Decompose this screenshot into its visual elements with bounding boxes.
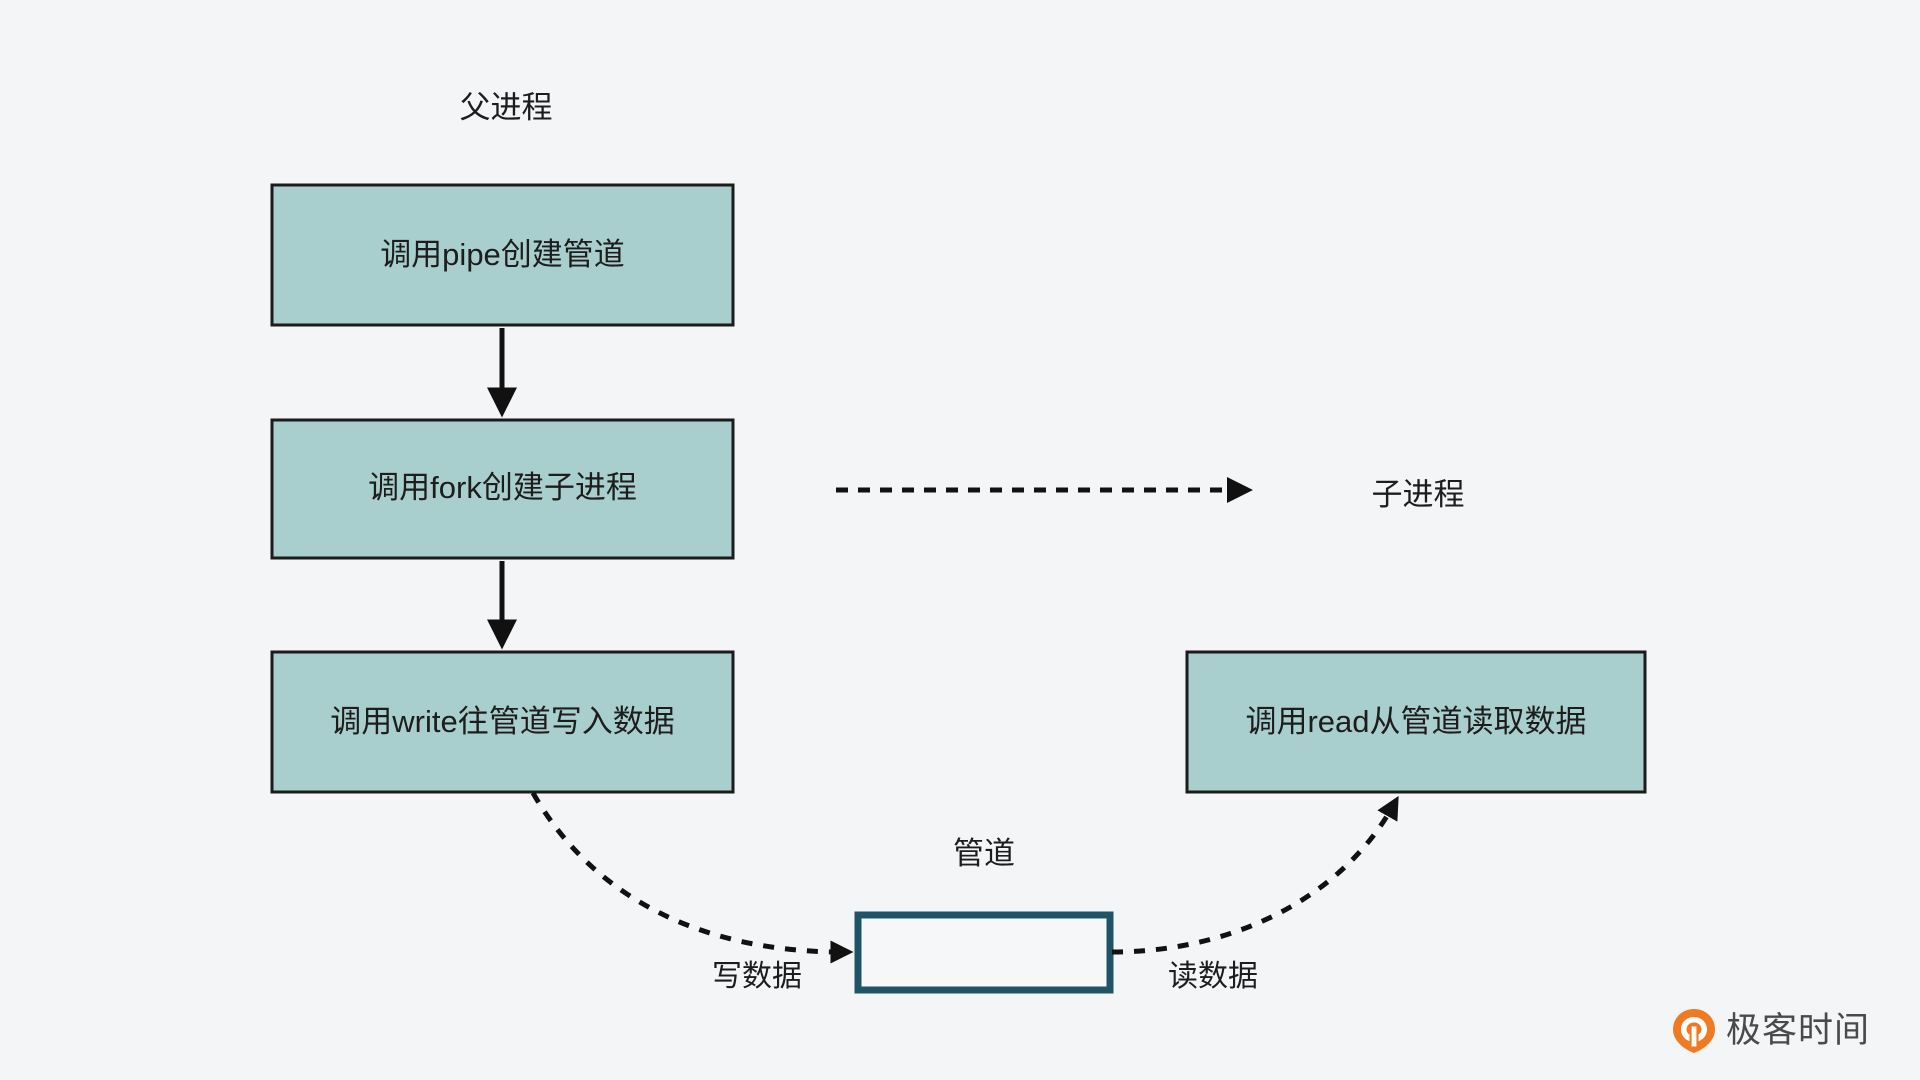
edge-write-to-pipe-label: 写数据 [712,960,802,993]
edge-pipe-to-read-label: 读数据 [1168,960,1258,993]
node-read-pipe[interactable]: 调用read从管道读取数据 [1185,650,1647,794]
node-read-pipe-label: 调用read从管道读取数据 [1245,704,1586,739]
parent-process-label: 父进程 [460,90,553,125]
node-pipe-buffer-box[interactable] [854,911,1114,994]
pipe-title-label: 管道 [953,836,1015,871]
watermark-text: 极客时间 [1726,1010,1871,1051]
node-read-pipe-box[interactable] [1185,650,1647,794]
node-create-pipe[interactable]: 调用pipe创建管道 [270,183,735,327]
node-write-pipe[interactable]: 调用write往管道写入数据 [270,650,735,794]
node-create-fork-label: 调用fork创建子进程 [368,470,637,505]
watermark: 极客时间 [1672,1008,1870,1054]
node-pipe-buffer[interactable] [854,911,1114,994]
edge-write-to-pipe [530,791,854,964]
geektime-pin-icon [1672,1008,1716,1054]
node-create-fork-box[interactable] [270,418,735,560]
node-write-pipe-label: 调用write往管道写入数据 [330,704,674,739]
node-create-pipe-label: 调用pipe创建管道 [380,237,625,272]
child-process-label: 子进程 [1372,477,1465,512]
node-write-pipe-box[interactable] [270,650,735,794]
node-create-pipe-box[interactable] [270,183,735,327]
node-create-fork[interactable]: 调用fork创建子进程 [270,418,735,560]
edge-pipe-to-read [1111,795,1399,955]
